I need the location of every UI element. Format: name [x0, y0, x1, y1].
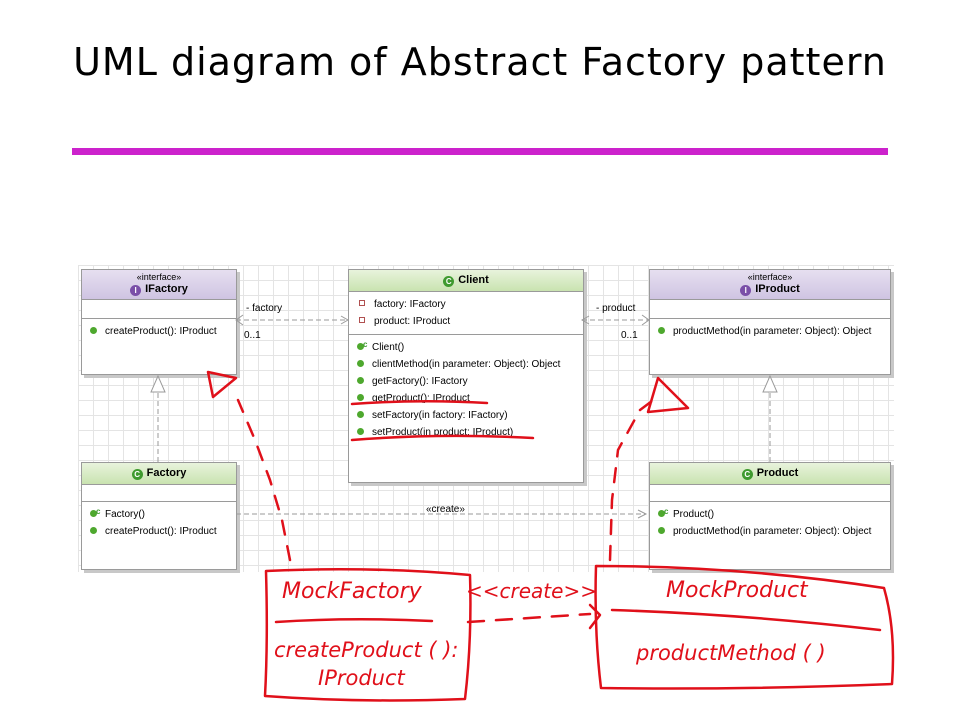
public-method-icon	[658, 327, 665, 334]
mock-factory-method-line2: IProduct	[318, 666, 406, 690]
attribute-row: factory: IFactory	[349, 296, 583, 313]
operation-label: productMethod(in parameter: Object): Obj…	[673, 526, 872, 537]
mock-create-line	[466, 612, 592, 624]
operation-row: productMethod(in parameter: Object): Obj…	[650, 523, 890, 540]
operation-row: createProduct(): IProduct	[82, 523, 236, 540]
client-attributes: factory: IFactory product: IProduct	[349, 292, 583, 335]
client-name: Client	[458, 274, 489, 286]
operation-label: getProduct(): IProduct	[372, 393, 470, 404]
operation-row: getFactory(): IFactory	[349, 373, 583, 390]
operation-row: Factory()	[82, 503, 236, 523]
attribute-label: product: IProduct	[374, 316, 451, 327]
operation-row: clientMethod(in parameter: Object): Obje…	[349, 356, 583, 373]
create-dependency-label: «create»	[426, 504, 465, 515]
operation-row: Client()	[349, 336, 583, 356]
operation-label: createProduct(): IProduct	[105, 326, 217, 337]
slide-title: UML diagram of Abstract Factory pattern	[73, 40, 887, 84]
public-method-icon	[658, 527, 665, 534]
public-method-icon	[90, 327, 97, 334]
operation-row: createProduct(): IProduct	[82, 323, 236, 340]
iproduct-name: IProduct	[755, 283, 800, 295]
interface-icon: I	[740, 285, 752, 296]
attribute-row: product: IProduct	[349, 313, 583, 330]
constructor-icon	[658, 503, 668, 520]
mock-create-label: <<create>>	[466, 579, 597, 603]
public-method-icon	[357, 394, 364, 401]
public-method-icon	[357, 377, 364, 384]
assoc-factory-multiplicity: 0..1	[244, 330, 261, 341]
mock-factory-divider	[274, 617, 434, 624]
assoc-factory-role: - factory	[246, 303, 283, 314]
product-name: Product	[756, 467, 799, 479]
mock-factory-box	[263, 567, 472, 702]
operation-label: setFactory(in factory: IFactory)	[372, 410, 508, 421]
ifactory-name: IFactory	[145, 283, 188, 295]
mock-factory-name: MockFactory	[282, 579, 423, 604]
mock-product-method: productMethod ( )	[635, 641, 826, 665]
operation-label: setProduct(in product: IProduct)	[372, 427, 514, 438]
class-icon: C	[131, 469, 143, 480]
operation-label: Client()	[372, 342, 405, 353]
mock-create-arrowhead	[588, 603, 602, 630]
operation-label: getFactory(): IFactory	[372, 376, 468, 387]
assoc-product-role: - product	[596, 303, 636, 314]
private-field-icon	[359, 300, 365, 306]
operation-row: productMethod(in parameter: Object): Obj…	[650, 323, 890, 340]
class-icon: C	[741, 469, 753, 480]
handwritten-text: MockFactory createProduct ( ): IProduct …	[274, 578, 826, 690]
operation-row: setProduct(in product: IProduct)	[349, 424, 583, 441]
operation-row: setFactory(in factory: IFactory)	[349, 407, 583, 424]
mock-product-box	[594, 564, 895, 690]
public-method-icon	[357, 428, 364, 435]
ifactory-operations: createProduct(): IProduct	[82, 319, 236, 344]
operation-label: Factory()	[105, 509, 145, 520]
factory-attributes	[82, 485, 236, 502]
factory-operations: Factory() createProduct(): IProduct	[82, 502, 236, 544]
interface-icon: I	[130, 285, 142, 296]
operation-row: Product()	[650, 503, 890, 523]
ifactory-attributes	[82, 300, 236, 319]
product-attributes	[650, 485, 890, 502]
class-icon: C	[443, 276, 455, 287]
factory-name: Factory	[146, 467, 187, 479]
assoc-product-multiplicity: 0..1	[621, 330, 638, 341]
attribute-label: factory: IFactory	[374, 299, 446, 310]
operation-label: createProduct(): IProduct	[105, 526, 217, 537]
iproduct-operations: productMethod(in parameter: Object): Obj…	[650, 319, 890, 344]
title-divider	[72, 148, 888, 155]
public-method-icon	[357, 411, 364, 418]
operation-label: Product()	[673, 509, 715, 520]
iproduct-stereotype: «interface»	[747, 272, 793, 282]
operation-row: getProduct(): IProduct	[349, 390, 583, 407]
public-method-icon	[357, 360, 364, 367]
public-method-icon	[90, 527, 97, 534]
mock-factory-method-line1: createProduct ( ):	[274, 638, 459, 662]
iproduct-attributes	[650, 300, 890, 319]
constructor-icon	[90, 503, 100, 520]
client-operations: Client() clientMethod(in parameter: Obje…	[349, 335, 583, 445]
ifactory-stereotype: «interface»	[136, 272, 182, 282]
operation-label: productMethod(in parameter: Object): Obj…	[673, 326, 872, 337]
product-operations: Product() productMethod(in parameter: Ob…	[650, 502, 890, 544]
constructor-icon	[357, 336, 367, 353]
mock-product-divider	[610, 608, 882, 632]
private-field-icon	[359, 317, 365, 323]
operation-label: clientMethod(in parameter: Object): Obje…	[372, 359, 561, 370]
mock-product-name: MockProduct	[666, 578, 809, 603]
